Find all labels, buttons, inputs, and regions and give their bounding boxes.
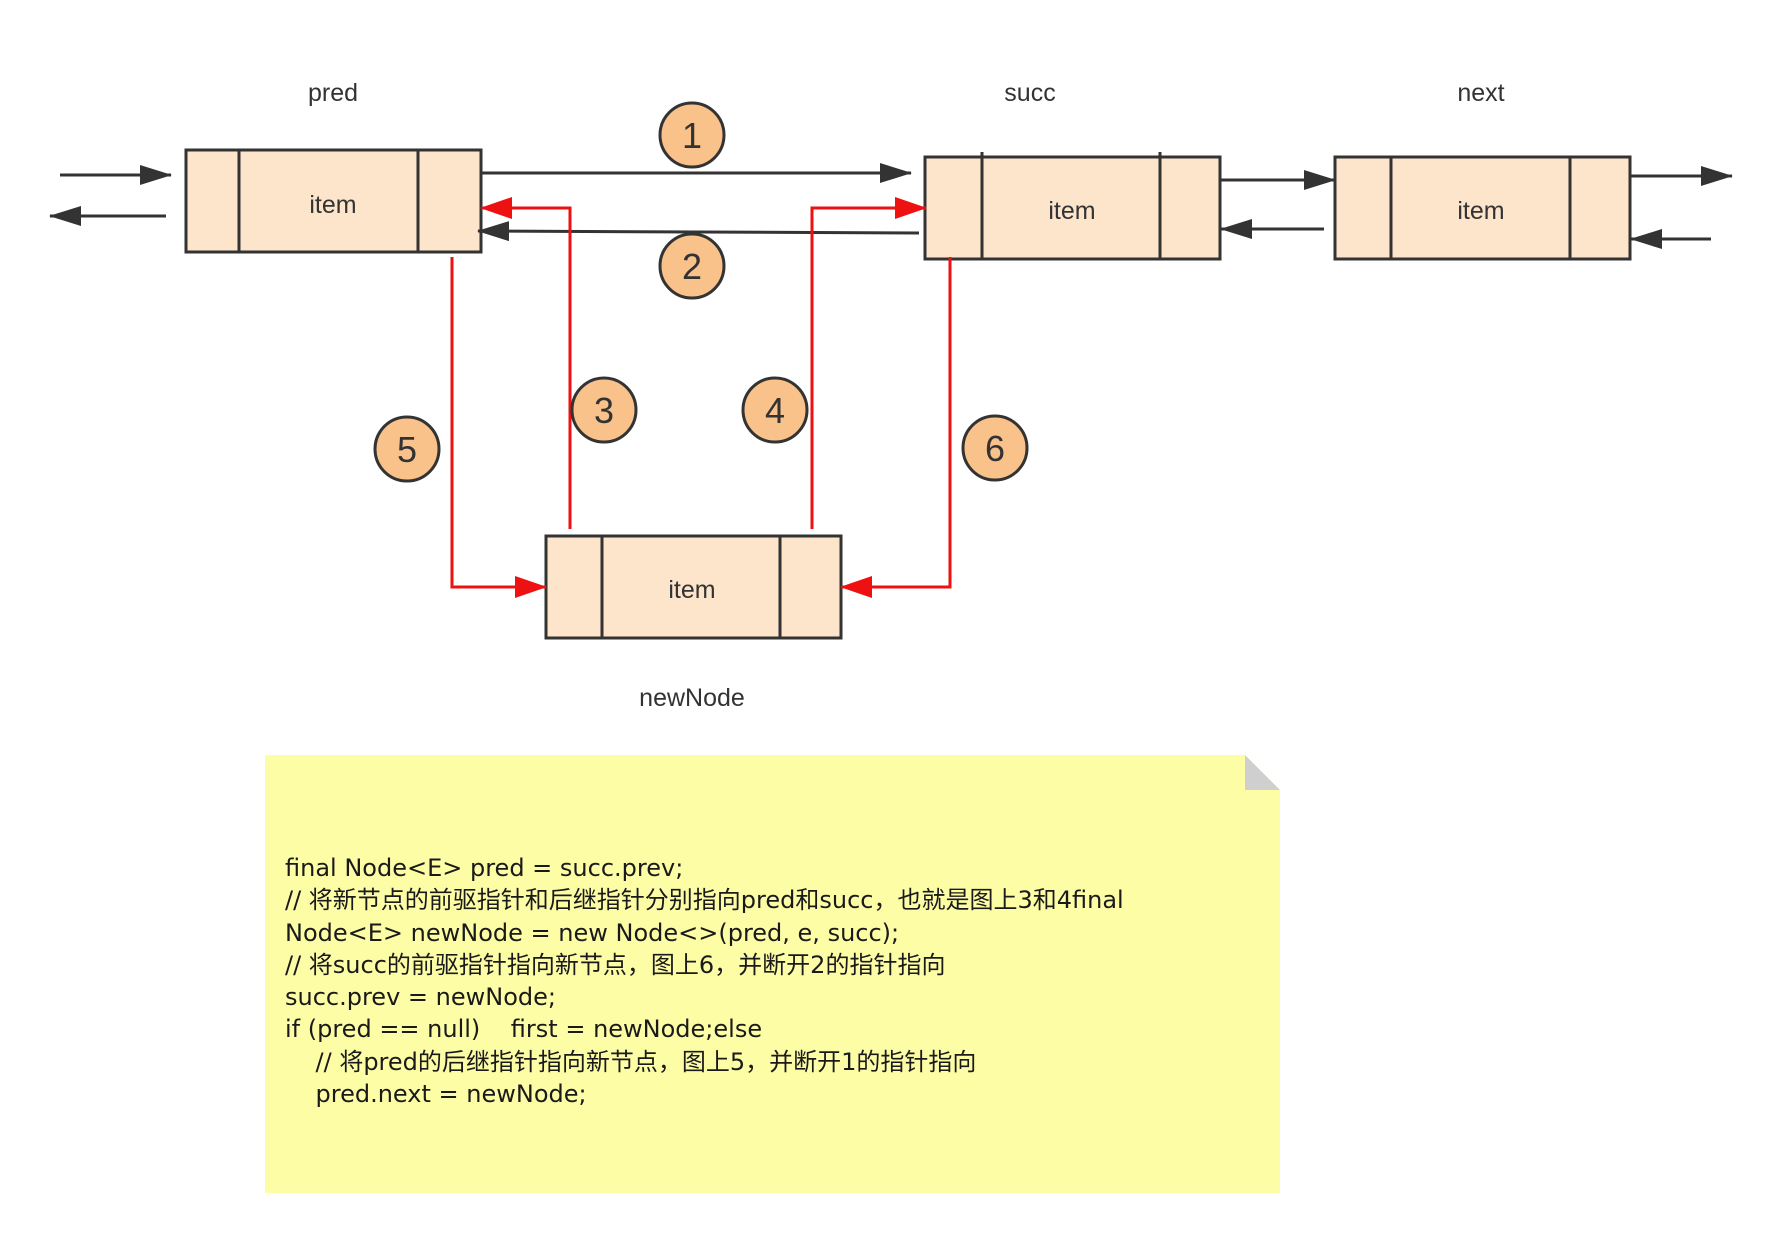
- code-line: pred.next = newNode;: [285, 1080, 587, 1109]
- step-2-badge: 2: [658, 232, 726, 300]
- step-1-badge: 1: [658, 101, 726, 169]
- next-item-field: item: [1457, 197, 1504, 225]
- step3-arrow: [480, 197, 572, 529]
- newnode-item-field: item: [668, 576, 715, 604]
- succ-node: item: [923, 152, 1222, 261]
- succ-item-field: item: [1048, 197, 1095, 225]
- step5-arrow: [450, 257, 547, 598]
- note-background: [265, 755, 1280, 1193]
- code-note: final Node<E> pred = succ.prev; // 将新节点的…: [265, 755, 1280, 1193]
- succ-node-label: succ: [1004, 79, 1055, 107]
- step-4-number: 4: [765, 390, 785, 431]
- code-line: if (pred == null) first = newNode;else: [285, 1015, 763, 1044]
- code-line: succ.prev = newNode;: [285, 983, 556, 1012]
- step4-arrow: [810, 197, 927, 529]
- pred-item-field: item: [309, 191, 356, 219]
- code-line: // 将succ的前驱指针指向新节点，图上6，并断开2的指针指向: [285, 950, 946, 979]
- code-snippet: final Node<E> pred = succ.prev; // 将新节点的…: [285, 852, 1265, 1110]
- newnode-node-label: newNode: [639, 684, 745, 712]
- pred-node-label: pred: [308, 79, 358, 107]
- step-3-badge: 3: [570, 376, 638, 444]
- next-node-label: next: [1457, 79, 1504, 107]
- step-5-number: 5: [397, 429, 417, 470]
- step-2-number: 2: [682, 246, 702, 287]
- code-line: Node<E> newNode = new Node<>(pred, e, su…: [285, 918, 900, 947]
- next-node: item: [1333, 155, 1632, 261]
- step-4-badge: 4: [741, 376, 809, 444]
- code-line: // 将新节点的前驱指针和后继指针分别指向pred和succ，也就是图上3和4f…: [285, 886, 1124, 915]
- succ-to-pred-arrow: [477, 221, 920, 242]
- pred-node: item: [184, 148, 483, 254]
- step-6-number: 6: [985, 428, 1005, 469]
- step-3-number: 3: [594, 390, 614, 431]
- step-6-badge: 6: [961, 414, 1029, 482]
- newnode-node: item: [544, 534, 843, 640]
- code-line: // 将pred的后继指针指向新节点，图上5，并断开1的指针指向: [285, 1047, 977, 1076]
- step-5-badge: 5: [373, 415, 441, 483]
- step-1-number: 1: [682, 115, 702, 156]
- code-line: final Node<E> pred = succ.prev;: [285, 854, 684, 882]
- step6-arrow: [840, 257, 952, 598]
